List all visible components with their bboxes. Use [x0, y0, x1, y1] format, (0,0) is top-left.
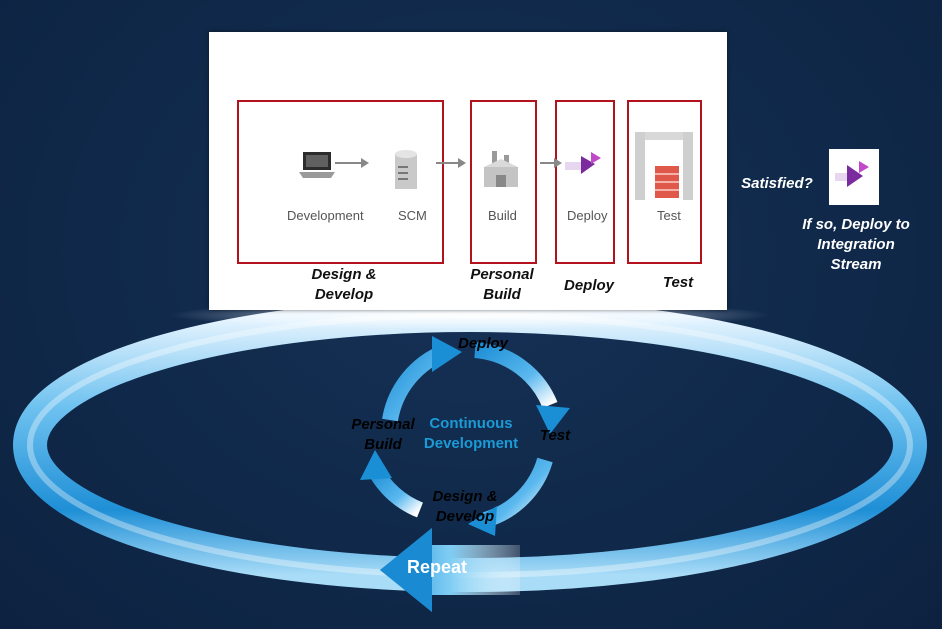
center-line1: Continuous [429, 415, 513, 432]
database-icon [395, 150, 417, 189]
cycle-design-line1: Design & [432, 488, 498, 505]
build-box [470, 100, 537, 264]
arrow-right-icon [436, 158, 466, 168]
continuous-development-label: Continuous Development [401, 414, 541, 454]
caption-build-line2: Build [483, 286, 521, 303]
pipeline-panel: Development SCM Build Deploy Test Design… [209, 32, 727, 310]
center-line2: Development [423, 435, 519, 452]
cycle-build-line1: Personal [351, 416, 415, 433]
cycle-design-line2: Develop [435, 508, 495, 525]
deploy-box [555, 100, 615, 264]
caption-build-line1: Personal [470, 266, 534, 283]
repeat-arrowhead [380, 528, 432, 612]
stage-label-development: Development [287, 208, 364, 223]
cycle-arrowhead-build [360, 450, 392, 480]
stage-label-scm: SCM [398, 208, 427, 223]
arrow-right-icon [335, 158, 369, 168]
caption-design-line1: Design & [311, 266, 377, 283]
stage-label-deploy: Deploy [567, 208, 608, 223]
design-develop-box [237, 100, 444, 264]
cycle-arc-deploy-to-test [474, 342, 558, 409]
cycle-label-test: Test [539, 427, 571, 444]
cycle-build-line2: Build [364, 436, 402, 453]
caption-personal-build: Personal Build [459, 265, 545, 305]
caption-test: Test [662, 274, 694, 291]
deploy-arrow-icon [835, 161, 869, 187]
caption-design-develop: Design & Develop [289, 265, 399, 305]
cycle-arrowhead-design [468, 506, 497, 536]
caption-design-line2: Develop [314, 286, 374, 303]
note-line2: Integration [817, 236, 895, 253]
cycle-label-deploy: Deploy [457, 335, 508, 352]
test-box [627, 100, 702, 264]
repeat-label: Repeat [407, 557, 468, 577]
test-gate-icon [635, 132, 693, 200]
cycle-label-personal-build: Personal Build [340, 415, 426, 455]
stage-label-test: Test [657, 208, 681, 223]
arrow-right-icon [540, 158, 562, 168]
deploy-to-integration-note: If so, Deploy to Integration Stream [784, 215, 928, 275]
stage-label-build: Build [488, 208, 517, 223]
caption-deploy: Deploy [563, 277, 614, 294]
laptop-icon [299, 152, 335, 178]
cycle-arrowhead-deploy [432, 336, 462, 372]
note-line3: Stream [830, 256, 882, 273]
deploy-arrow-icon [565, 152, 601, 174]
note-line1: If so, Deploy to [802, 216, 910, 233]
cycle-label-design-develop: Design & Develop [420, 487, 510, 527]
cycle-arrowhead-test [536, 405, 570, 434]
factory-icon [484, 151, 518, 187]
satisfied-label: Satisfied? [741, 175, 813, 192]
deploy-tile [829, 149, 879, 205]
